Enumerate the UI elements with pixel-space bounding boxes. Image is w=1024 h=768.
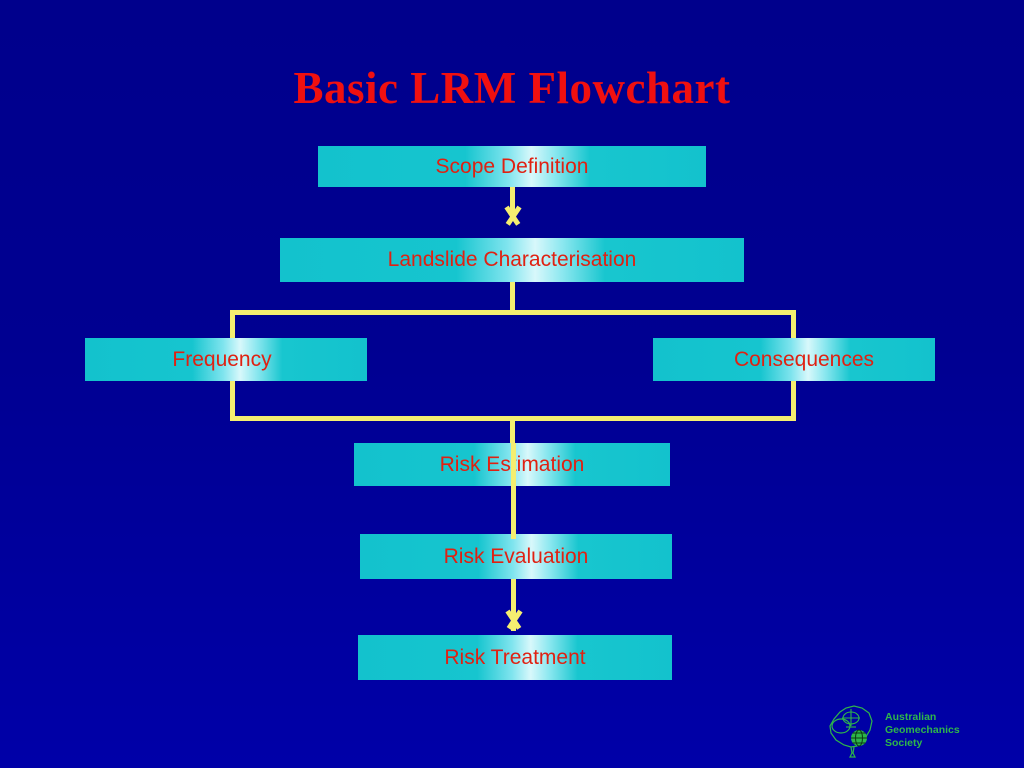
flow-node-label: Scope Definition <box>435 154 589 178</box>
connector-estimation-to-evaluation <box>511 443 516 539</box>
arrowhead-down-to-landslide <box>500 207 526 224</box>
logo-text: Australian Geomechanics Society <box>885 711 960 750</box>
flow-node-label: Consequences <box>733 347 875 371</box>
page-title: Basic LRM Flowchart <box>293 63 731 113</box>
logo-line-1: Australian <box>885 710 937 723</box>
flow-node-label: Landslide Characterisation <box>387 248 637 271</box>
flow-node-risk-evaluation[interactable]: Risk Evaluation <box>360 534 672 579</box>
connector-scope-to-landslide <box>510 187 515 217</box>
flow-node-label: Frequency <box>172 347 272 371</box>
australia-map-icon <box>829 705 873 758</box>
connector-split-bar-top <box>230 310 796 315</box>
connector-evaluation-to-treatment <box>511 579 516 631</box>
flow-node-risk-treatment[interactable]: Risk Treatment <box>358 635 672 680</box>
australian-geomechanics-society-logo: Australian Geomechanics Society <box>824 698 984 762</box>
flow-node-label: Risk Treatment <box>444 645 586 669</box>
flow-node-label: Risk Evaluation <box>443 544 589 568</box>
logo-line-2: Geomechanics <box>885 723 960 736</box>
flow-node-frequency[interactable]: Frequency <box>85 338 367 381</box>
globe-icon <box>851 729 867 747</box>
flow-node-scope-definition[interactable]: Scope Definition <box>318 146 706 187</box>
connector-split-to-risk-estimation <box>510 416 515 446</box>
flow-node-consequences[interactable]: Consequences <box>653 338 935 381</box>
flow-node-landslide-characterisation[interactable]: Landslide Characterisation <box>280 238 744 282</box>
logo-line-3: Society <box>885 736 923 749</box>
arrowhead-down-to-risk-treatment <box>501 611 527 628</box>
connector-landslide-to-split <box>510 282 515 313</box>
